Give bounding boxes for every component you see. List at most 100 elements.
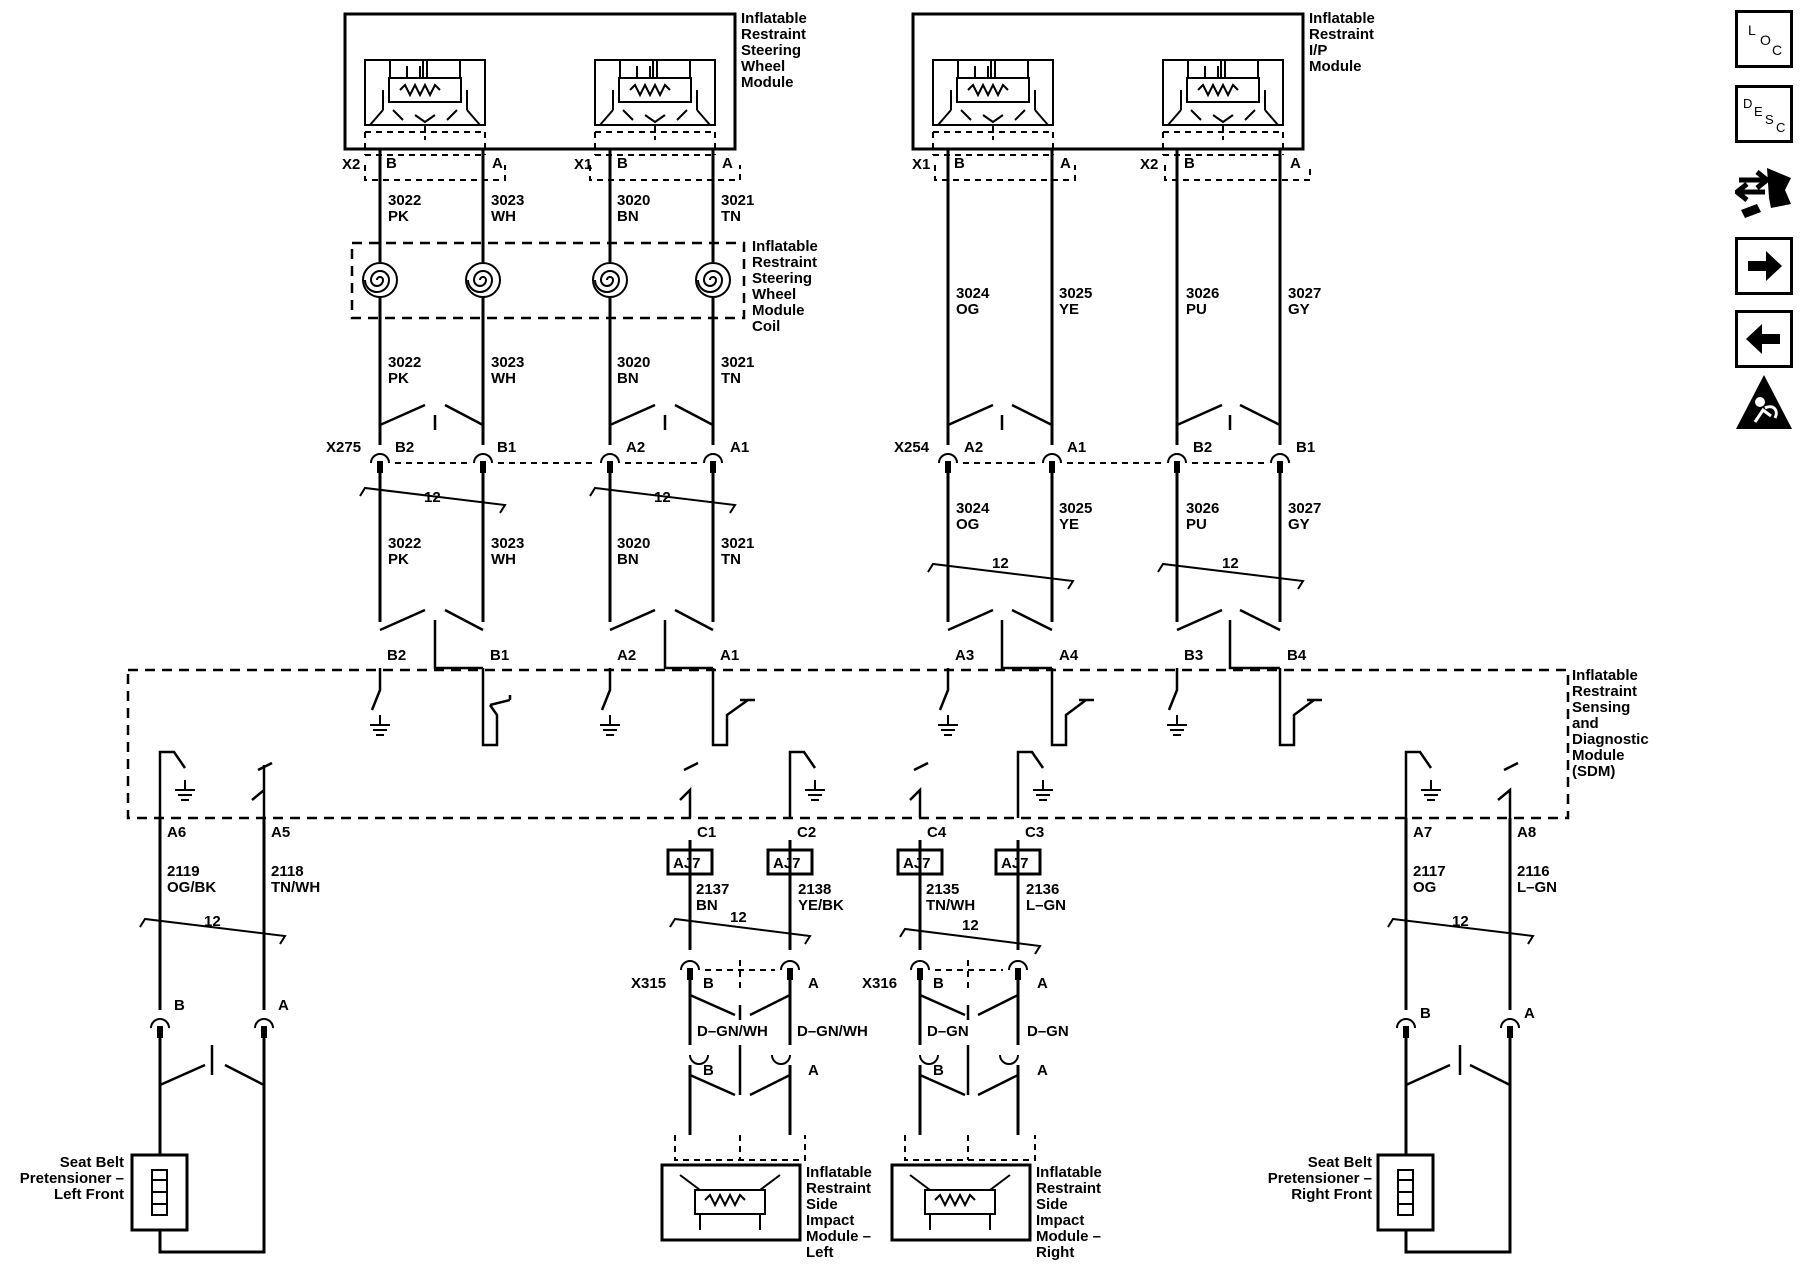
svg-text:B: B bbox=[933, 1062, 944, 1079]
svg-text:X315: X315 bbox=[631, 975, 666, 992]
svg-text:Wheel: Wheel bbox=[752, 286, 796, 303]
svg-text:B4: B4 bbox=[1287, 647, 1307, 664]
arrow-right-icon bbox=[1748, 251, 1782, 281]
svg-text:B: B bbox=[174, 997, 185, 1014]
svg-text:12: 12 bbox=[962, 917, 979, 934]
svg-text:Diagnostic: Diagnostic bbox=[1572, 731, 1649, 748]
svg-text:B2: B2 bbox=[387, 647, 406, 664]
svg-text:OG: OG bbox=[956, 516, 979, 533]
svg-text:Left Front: Left Front bbox=[54, 1186, 124, 1203]
svg-text:12: 12 bbox=[204, 913, 221, 930]
label-coil: Inflatable Restraint Steering Wheel Modu… bbox=[752, 238, 818, 335]
svg-text:D–GN: D–GN bbox=[1027, 1023, 1069, 1040]
svg-text:X2: X2 bbox=[1140, 156, 1158, 173]
connector-end-view-button[interactable] bbox=[1732, 160, 1793, 220]
svg-text:A2: A2 bbox=[964, 439, 983, 456]
airbag-warning-icon bbox=[1736, 375, 1792, 429]
airbag-warning-button[interactable] bbox=[1735, 372, 1793, 432]
svg-text:2138: 2138 bbox=[798, 881, 831, 898]
svg-text:3021: 3021 bbox=[721, 192, 754, 209]
label-side-right: Inflatable Restraint Side Impact Module … bbox=[1036, 1164, 1102, 1261]
svg-text:OG/BK: OG/BK bbox=[167, 879, 216, 896]
svg-text:TN/WH: TN/WH bbox=[271, 879, 320, 896]
svg-text:B: B bbox=[1420, 1005, 1431, 1022]
svg-text:PU: PU bbox=[1186, 516, 1207, 533]
svg-text:A2: A2 bbox=[617, 647, 636, 664]
pretensioner-left bbox=[130, 1085, 266, 1254]
sdm-box bbox=[126, 668, 1570, 820]
next-page-button[interactable] bbox=[1735, 237, 1793, 295]
svg-text:A1: A1 bbox=[730, 439, 749, 456]
label-pret-right: Seat Belt Pretensioner – Right Front bbox=[1268, 1154, 1372, 1203]
svg-text:A8: A8 bbox=[1517, 824, 1536, 841]
svg-text:Left: Left bbox=[806, 1244, 834, 1261]
svg-text:X1: X1 bbox=[574, 156, 592, 173]
location-button[interactable]: L O C bbox=[1735, 10, 1793, 68]
svg-text:3026: 3026 bbox=[1186, 285, 1219, 302]
svg-text:A4: A4 bbox=[1059, 647, 1079, 664]
svg-text:TN/WH: TN/WH bbox=[926, 897, 975, 914]
arrow-left-icon bbox=[1746, 324, 1780, 354]
svg-text:Impact: Impact bbox=[1036, 1212, 1084, 1229]
svg-text:C2: C2 bbox=[797, 824, 816, 841]
svg-text:2135: 2135 bbox=[926, 881, 959, 898]
svg-text:Coil: Coil bbox=[752, 318, 780, 335]
svg-text:B1: B1 bbox=[497, 439, 516, 456]
svg-text:A: A bbox=[1060, 155, 1071, 172]
svg-text:PK: PK bbox=[388, 208, 409, 225]
svg-text:B2: B2 bbox=[395, 439, 414, 456]
svg-text:A: A bbox=[492, 155, 503, 172]
svg-text:A: A bbox=[1290, 155, 1301, 172]
svg-text:Module –: Module – bbox=[1036, 1228, 1101, 1245]
svg-text:Restraint: Restraint bbox=[806, 1180, 871, 1197]
pretensioner-left-connector bbox=[150, 1018, 274, 1087]
svg-text:Inflatable: Inflatable bbox=[1572, 667, 1638, 684]
svg-text:TN: TN bbox=[721, 551, 741, 568]
svg-text:B: B bbox=[933, 975, 944, 992]
connector-tool-icon bbox=[1732, 168, 1791, 218]
svg-text:C1: C1 bbox=[697, 824, 716, 841]
svg-text:X2: X2 bbox=[342, 156, 360, 173]
svg-text:3020: 3020 bbox=[617, 535, 650, 552]
sdm-internal-lower bbox=[158, 750, 1519, 818]
svg-text:12: 12 bbox=[1222, 555, 1239, 572]
svg-text:3023: 3023 bbox=[491, 354, 524, 371]
svg-text:X1: X1 bbox=[912, 156, 930, 173]
lower-wires bbox=[158, 818, 1512, 1135]
svg-text:BN: BN bbox=[617, 370, 639, 387]
previous-page-button[interactable] bbox=[1735, 310, 1793, 368]
svg-text:Restraint: Restraint bbox=[1572, 683, 1637, 700]
svg-text:3026: 3026 bbox=[1186, 500, 1219, 517]
svg-text:12: 12 bbox=[654, 489, 671, 506]
svg-text:A5: A5 bbox=[271, 824, 290, 841]
svg-text:2136: 2136 bbox=[1026, 881, 1059, 898]
svg-text:A: A bbox=[1037, 975, 1048, 992]
ip-module bbox=[911, 12, 1305, 156]
label-sdm: Inflatable Restraint Sensing and Diagnos… bbox=[1572, 667, 1649, 780]
svg-text:A: A bbox=[722, 155, 733, 172]
twist-labels: 12 12 12 12 12 12 12 12 bbox=[204, 489, 1469, 934]
svg-text:Module –: Module – bbox=[806, 1228, 871, 1245]
svg-text:A: A bbox=[1037, 1062, 1048, 1079]
svg-text:Seat Belt: Seat Belt bbox=[1308, 1154, 1372, 1171]
svg-text:BN: BN bbox=[617, 551, 639, 568]
aj7-labels: AJ7 AJ7 AJ7 AJ7 bbox=[673, 855, 1029, 872]
svg-text:B: B bbox=[1184, 155, 1195, 172]
svg-text:3027: 3027 bbox=[1288, 285, 1321, 302]
svg-text:TN: TN bbox=[721, 208, 741, 225]
svg-text:3021: 3021 bbox=[721, 535, 754, 552]
svg-text:AJ7: AJ7 bbox=[773, 855, 801, 872]
description-button[interactable]: D E S C bbox=[1735, 85, 1793, 143]
svg-text:PK: PK bbox=[388, 551, 409, 568]
svg-text:2119: 2119 bbox=[167, 863, 200, 880]
svg-text:WH: WH bbox=[491, 370, 516, 387]
svg-text:D–GN: D–GN bbox=[927, 1023, 969, 1040]
shorting-bars bbox=[379, 403, 1281, 670]
svg-text:S: S bbox=[1765, 112, 1774, 127]
side-impact-module-right bbox=[890, 1135, 1036, 1242]
svg-text:A6: A6 bbox=[167, 824, 186, 841]
svg-text:WH: WH bbox=[491, 208, 516, 225]
svg-text:2117: 2117 bbox=[1413, 863, 1446, 880]
